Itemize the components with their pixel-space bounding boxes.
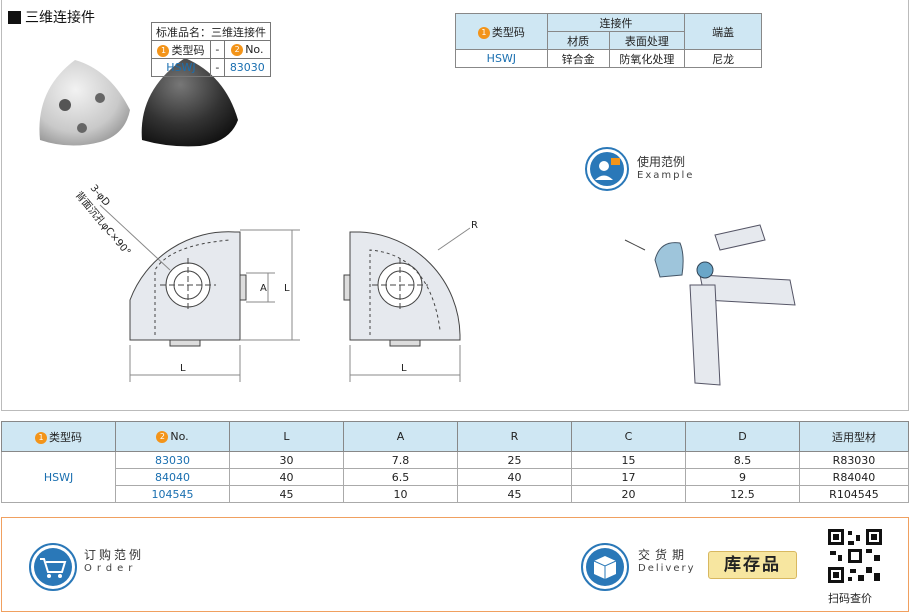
dim-label-l-vertical: L	[284, 283, 290, 294]
dims-header-a: A	[343, 421, 458, 452]
dim-label-l-right: L	[401, 363, 407, 374]
page-title: 三维连接件	[8, 7, 95, 27]
delivery-label: 交货期 Delivery	[638, 548, 696, 574]
spec-endcap-header: 端盖	[684, 13, 762, 50]
order-std-name: 标准品名：三维连接件	[151, 22, 271, 41]
dim-label-r: R	[471, 220, 478, 231]
title-square-icon	[8, 10, 21, 24]
stock-badge: 库存品	[708, 551, 797, 579]
dim-label-a: A	[260, 283, 267, 294]
dims-header-r: R	[457, 421, 572, 452]
order-panel	[1, 517, 909, 612]
product-photos	[39, 58, 238, 147]
table-row: HSWJ 83030 30 7.8 25 15 8.5 R83030	[1, 451, 909, 503]
dim-label-l-left: L	[180, 363, 186, 374]
example-label: 使用范例 Example	[637, 155, 695, 181]
delivery-box-icon	[581, 543, 629, 591]
spec-material: 锌合金	[546, 49, 610, 68]
dims-header-d: D	[685, 421, 800, 452]
dims-header-profile: 适用型材	[799, 421, 909, 452]
scan-label: 扫码查价	[828, 592, 872, 605]
order-code: HSWJ	[151, 58, 211, 77]
technical-drawing: 3-φD 背面沉孔φC×90° A L L R L	[73, 183, 478, 382]
spec-material-header: 材质	[546, 31, 610, 50]
spec-surface-header: 表面处理	[608, 31, 686, 50]
example-icon	[585, 147, 629, 191]
example-assembly-image	[624, 224, 796, 386]
spec-surface: 防氧化处理	[608, 49, 686, 68]
title-text: 三维连接件	[25, 10, 95, 26]
spec-connector-header: 连接件	[546, 13, 686, 32]
dims-header-l: L	[229, 421, 344, 452]
black-endcap-image	[141, 58, 238, 147]
table-row: 104545 45 10 45 20 12.5 R104545	[2, 485, 909, 503]
table-row: 84040 40 6.5 40 17 9 R84040	[2, 468, 909, 486]
dims-code: HSWJ	[1, 451, 116, 503]
cart-icon	[29, 543, 77, 591]
spec-code: HSWJ	[455, 49, 548, 68]
spec-endcap: 尼龙	[684, 49, 762, 68]
dims-header-c: C	[571, 421, 686, 452]
order-label: 订购范例 Order	[84, 548, 145, 574]
num-badge-1: 1	[477, 26, 490, 39]
silver-connector-image	[39, 60, 130, 146]
top-frame	[1, 0, 909, 411]
qr-code-icon[interactable]	[826, 527, 884, 585]
order-no: 83030	[223, 58, 272, 77]
